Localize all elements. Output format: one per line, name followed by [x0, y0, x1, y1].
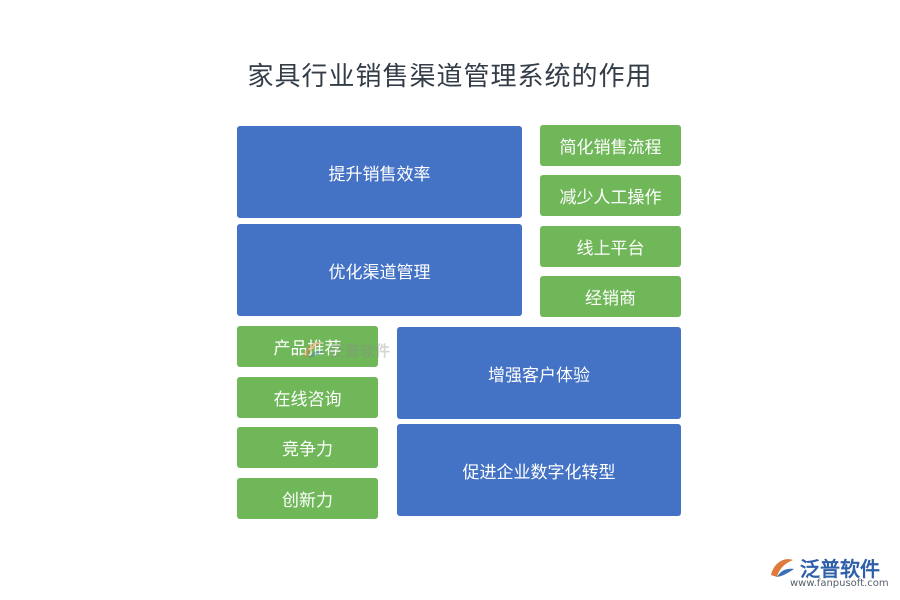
item-competitiveness: 竞争力	[237, 427, 378, 468]
block-enhance-customer-experience: 增强客户体验	[397, 327, 681, 419]
brand-url: www.fanpusoft.com	[790, 578, 889, 589]
item-simplify-sales-process: 简化销售流程	[540, 125, 681, 166]
block-improve-sales-efficiency: 提升销售效率	[237, 126, 522, 218]
block-optimize-channel-management: 优化渠道管理	[237, 224, 522, 316]
brand-logo: 泛普软件	[768, 553, 880, 582]
brand-logo-text: 泛普软件	[800, 557, 880, 581]
item-online-consultation: 在线咨询	[237, 377, 378, 418]
item-online-platform: 线上平台	[540, 226, 681, 267]
item-innovation: 创新力	[237, 478, 378, 519]
item-reduce-manual-operation: 减少人工操作	[540, 175, 681, 216]
item-product-recommendation: 产品推荐	[237, 326, 378, 367]
block-digital-transformation: 促进企业数字化转型	[397, 424, 681, 516]
diagram-title: 家具行业销售渠道管理系统的作用	[247, 62, 653, 92]
item-distributor: 经销商	[540, 276, 681, 317]
brand-logo-icon	[771, 558, 794, 577]
